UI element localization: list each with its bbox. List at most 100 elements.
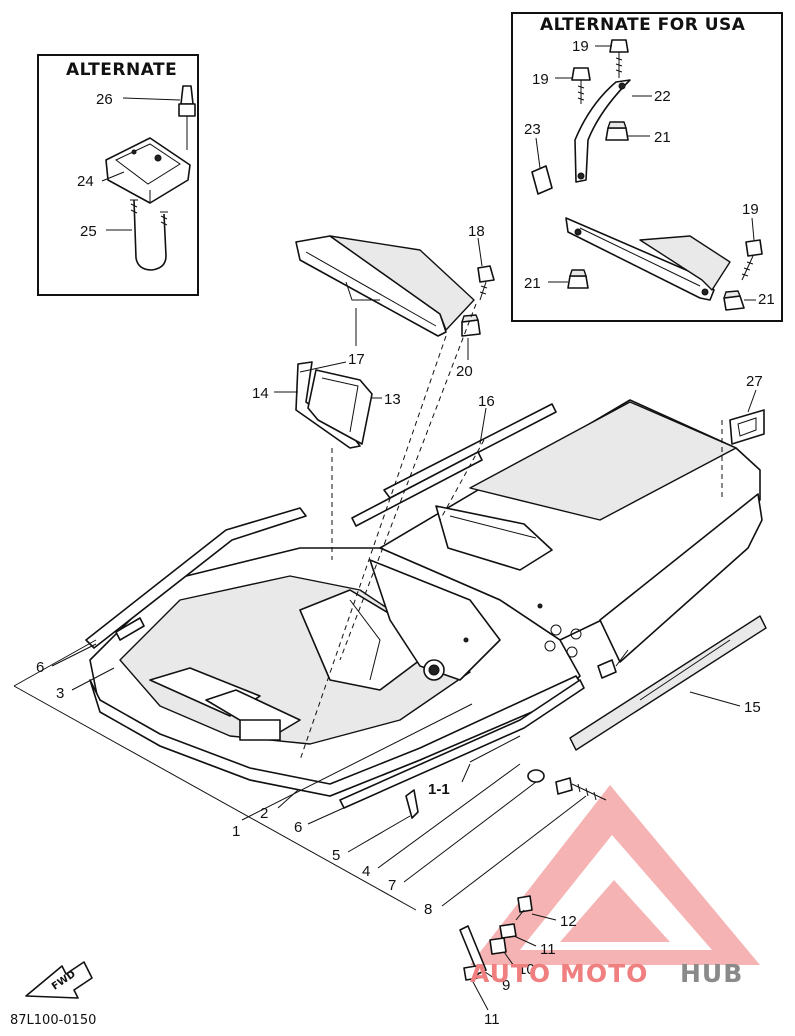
dash-17-to-hull: [299, 335, 447, 761]
stay-22-icon: [574, 79, 631, 183]
leader-2: [277, 789, 299, 809]
leader-15: [689, 691, 741, 707]
leader-1-1: [461, 763, 471, 783]
nut-21-left-icon: [567, 269, 589, 289]
dash-18-to-rail: [339, 303, 477, 661]
dash-16-to-hull: [439, 439, 485, 521]
callout-21-top: 21: [654, 129, 671, 146]
nut-11-upper-icon: [499, 923, 517, 939]
inset-usa: ALTERNATE FOR USA: [511, 12, 783, 322]
nut-10-icon: [489, 937, 507, 955]
diagram-code: 87L100-0150: [10, 1013, 96, 1028]
leader-11-lower: [471, 979, 489, 1011]
callout-20: 20: [456, 363, 473, 380]
fwd-arrow: FWD: [25, 961, 93, 999]
watermark-text: AUTO MOTO HUB: [470, 959, 743, 988]
bolt-19-top-icon: [609, 39, 629, 78]
leader-6-left: [51, 643, 97, 667]
inset-rail-icon: [565, 217, 731, 301]
watermark-auto: AUTO: [470, 959, 551, 988]
watermark-moto: MOTO: [560, 959, 648, 988]
watermark-logo: [470, 785, 760, 965]
leader-18: [477, 237, 483, 267]
callout-16: 16: [478, 393, 495, 410]
inset-alternate-title: ALTERNATE: [66, 60, 177, 80]
ref-line-top: [13, 639, 97, 687]
bolt-19-lower-icon: [741, 239, 763, 281]
callout-6-left: 6: [36, 659, 44, 676]
spacer-23-icon: [531, 165, 553, 195]
callout-2: 2: [260, 805, 268, 822]
callout-17: 17: [348, 351, 365, 368]
callout-25: 25: [80, 223, 97, 240]
leader-8: [441, 795, 587, 907]
callout-6-bottom: 6: [294, 819, 302, 836]
bolt-26-icon: [178, 85, 196, 150]
u-bolt-25-icon: [130, 199, 168, 271]
callout-1: 1: [232, 823, 240, 840]
watermark-triangle-core: [560, 880, 670, 942]
leader-5: [347, 815, 411, 853]
inset-usa-title: ALTERNATE FOR USA: [540, 15, 746, 35]
watermark-hub: HUB: [680, 959, 743, 988]
ref-line-left: [13, 685, 417, 911]
callout-5: 5: [332, 847, 340, 864]
step-board-17-icon: [295, 235, 475, 337]
callout-22: 22: [654, 88, 671, 105]
leader-9: [481, 969, 501, 983]
bracket-24-icon: [105, 137, 191, 204]
leader-10: [503, 951, 515, 967]
leader-27: [747, 389, 757, 413]
callout-10: 10: [518, 961, 535, 978]
nut-11-lower-icon: [463, 965, 479, 981]
hull-body-1-icon: [85, 399, 767, 809]
washer-7-icon: [527, 769, 545, 783]
bolt-12-icon: [515, 895, 533, 921]
callout-14: 14: [252, 385, 269, 402]
leader-12: [531, 913, 557, 921]
nut-21-right-icon: [723, 290, 745, 311]
callout-12: 12: [560, 913, 577, 930]
callout-8: 8: [424, 901, 432, 918]
callout-1-1: 1-1: [428, 781, 450, 798]
callout-3: 3: [56, 685, 64, 702]
callout-19-lower: 19: [742, 201, 759, 218]
inset-alternate: ALTERNATE 26 24 25: [37, 54, 199, 296]
callout-26: 26: [96, 91, 113, 108]
callout-21-left: 21: [524, 275, 541, 292]
pad-13-icon: [307, 369, 373, 445]
callout-27: 27: [746, 373, 763, 390]
leader-11-upper: [513, 935, 537, 947]
callout-19-left: 19: [532, 71, 549, 88]
callout-19-top: 19: [572, 38, 589, 55]
emblem-27-icon: [729, 409, 765, 445]
bolt-19-left-icon: [571, 67, 591, 104]
callout-11-upper: 11: [540, 941, 556, 958]
ref-line-mid: [241, 703, 473, 821]
nut-21-top-icon: [605, 121, 629, 141]
callout-11-lower: 11: [484, 1011, 500, 1028]
plug-5-icon: [405, 789, 419, 819]
clip-9-icon: [459, 925, 487, 975]
inset-usa-frame: [511, 12, 783, 322]
leader-26: [122, 97, 181, 101]
callout-18: 18: [468, 223, 485, 240]
strip-16-icon: [351, 403, 557, 527]
leader-23: [535, 137, 541, 169]
callout-24: 24: [77, 173, 94, 190]
leader-6-bottom: [307, 805, 349, 825]
callout-4: 4: [362, 863, 370, 880]
leader-19-lower: [751, 217, 755, 241]
callout-23: 23: [524, 121, 541, 138]
callout-13: 13: [384, 391, 401, 408]
callout-21-right: 21: [758, 291, 775, 308]
screw-8-icon: [555, 777, 607, 801]
leader-24: [101, 171, 125, 182]
leader-3: [71, 667, 115, 691]
leader-16: [479, 407, 487, 445]
callout-9: 9: [502, 977, 510, 994]
leader-7: [403, 781, 537, 883]
leader-4: [377, 763, 521, 869]
ref-line-1-1: [469, 735, 521, 763]
